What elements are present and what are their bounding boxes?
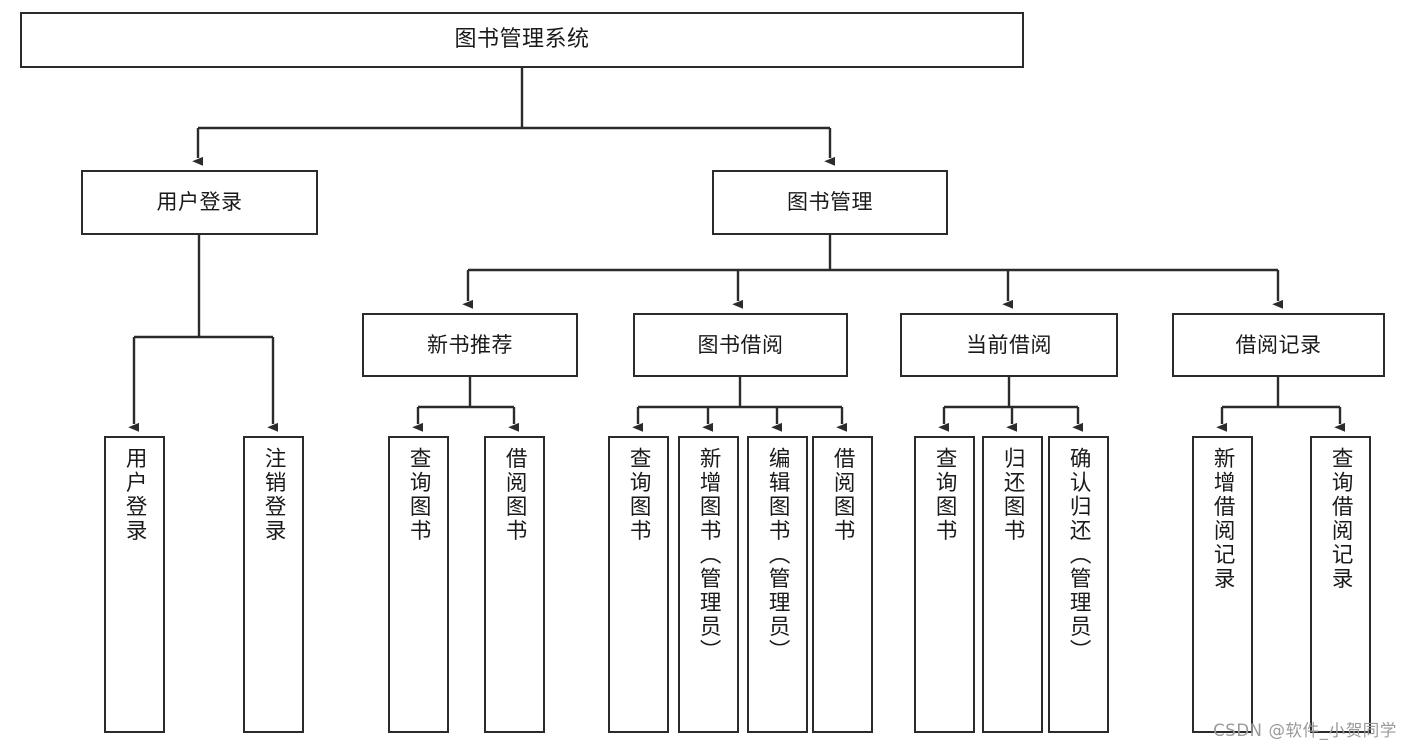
node-label: 图书借阅 xyxy=(697,332,784,357)
node-book-borrow[interactable]: 图书借阅 xyxy=(633,313,848,377)
leaf-return-book[interactable]: 归还图书 xyxy=(982,436,1043,733)
node-user-login[interactable]: 用户登录 xyxy=(81,170,318,235)
node-current-borrow[interactable]: 当前借阅 xyxy=(900,313,1118,377)
leaf-borrow-book-recommend[interactable]: 借阅图书 xyxy=(484,436,545,733)
leaf-confirm-return-admin[interactable]: 确认归还（管理员） xyxy=(1048,436,1109,733)
node-borrow-record[interactable]: 借阅记录 xyxy=(1172,313,1385,377)
node-label: 当前借阅 xyxy=(966,332,1052,357)
leaf-query-borrow-record[interactable]: 查询借阅记录 xyxy=(1310,436,1371,733)
leaf-edit-book-admin[interactable]: 编辑图书（管理员） xyxy=(747,436,808,733)
leaf-query-book-recommend[interactable]: 查询图书 xyxy=(388,436,449,733)
node-new-book-recommend[interactable]: 新书推荐 xyxy=(362,313,578,377)
leaf-borrow-book-borrow[interactable]: 借阅图书 xyxy=(812,436,873,733)
node-label: 查询图书 xyxy=(406,447,432,543)
leaf-user-login[interactable]: 用户登录 xyxy=(104,436,165,733)
leaf-add-borrow-record[interactable]: 新增借阅记录 xyxy=(1192,436,1253,733)
leaf-query-book-borrow[interactable]: 查询图书 xyxy=(608,436,669,733)
node-label: 图书管理 xyxy=(787,190,873,215)
node-label: 查询图书 xyxy=(626,447,652,543)
node-label: 新增图书（管理员） xyxy=(696,447,722,663)
node-label: 查询图书 xyxy=(932,447,958,543)
node-label: 新增借阅记录 xyxy=(1210,447,1236,591)
leaf-logout-login[interactable]: 注销登录 xyxy=(243,436,304,733)
leaf-add-book-admin[interactable]: 新增图书（管理员） xyxy=(678,436,739,733)
node-label: 注销登录 xyxy=(261,447,287,543)
node-label: 借阅记录 xyxy=(1235,332,1322,357)
node-label: 查询借阅记录 xyxy=(1328,447,1354,591)
node-label: 新书推荐 xyxy=(427,332,513,357)
node-label: 编辑图书（管理员） xyxy=(765,447,791,663)
node-book-management[interactable]: 图书管理 xyxy=(712,170,948,235)
node-label: 借阅图书 xyxy=(830,447,856,543)
watermark-text: CSDN @软件_小贺同学 xyxy=(1213,721,1397,740)
node-label: 确认归还（管理员） xyxy=(1066,447,1092,663)
node-label: 用户登录 xyxy=(122,447,148,543)
node-label: 图书管理系统 xyxy=(454,27,590,53)
node-label: 用户登录 xyxy=(156,190,243,215)
leaf-query-book-current[interactable]: 查询图书 xyxy=(914,436,975,733)
node-label: 借阅图书 xyxy=(502,447,528,543)
node-root-book-management-system[interactable]: 图书管理系统 xyxy=(20,12,1024,68)
node-label: 归还图书 xyxy=(1000,447,1026,543)
